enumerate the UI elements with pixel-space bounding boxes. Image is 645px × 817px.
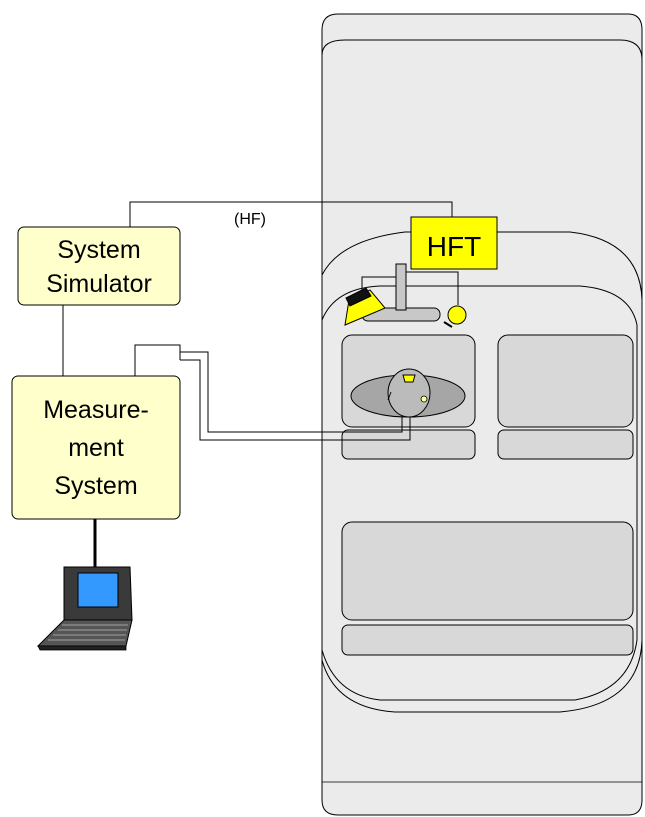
hft-mount <box>361 263 459 311</box>
system-simulator-label-line1: System <box>57 236 140 264</box>
measurement-system-label-line2: ment <box>68 434 124 462</box>
hf-connection-label: (HF) <box>234 211 266 228</box>
car-cabin-outline <box>321 231 643 713</box>
system-simulator-box: System Simulator <box>17 226 181 306</box>
rear-bench <box>341 521 634 621</box>
seat-front-right <box>497 334 634 428</box>
cable-outer <box>134 344 181 376</box>
hft-label: HFT <box>427 231 481 262</box>
laptop-icon <box>36 566 133 651</box>
connections <box>62 201 453 568</box>
seat-front-right-cushion <box>497 429 634 460</box>
rear-bench-cushion <box>341 624 634 656</box>
seat-front-left-cushion <box>341 429 476 460</box>
head-and-torso-simulator-icon <box>350 368 466 418</box>
hft-box: HFT <box>410 216 498 270</box>
measurement-system-label-line3: System <box>54 472 137 500</box>
measurement-system-label-line1: Measure- <box>43 396 149 424</box>
system-simulator-label-line2: Simulator <box>46 270 152 298</box>
measurement-system-box: Measure- ment System <box>11 375 181 520</box>
microphone-icon <box>443 305 467 328</box>
hf-connection-line <box>129 201 453 227</box>
loudspeaker-icon <box>344 287 386 326</box>
car-icon <box>321 13 643 816</box>
